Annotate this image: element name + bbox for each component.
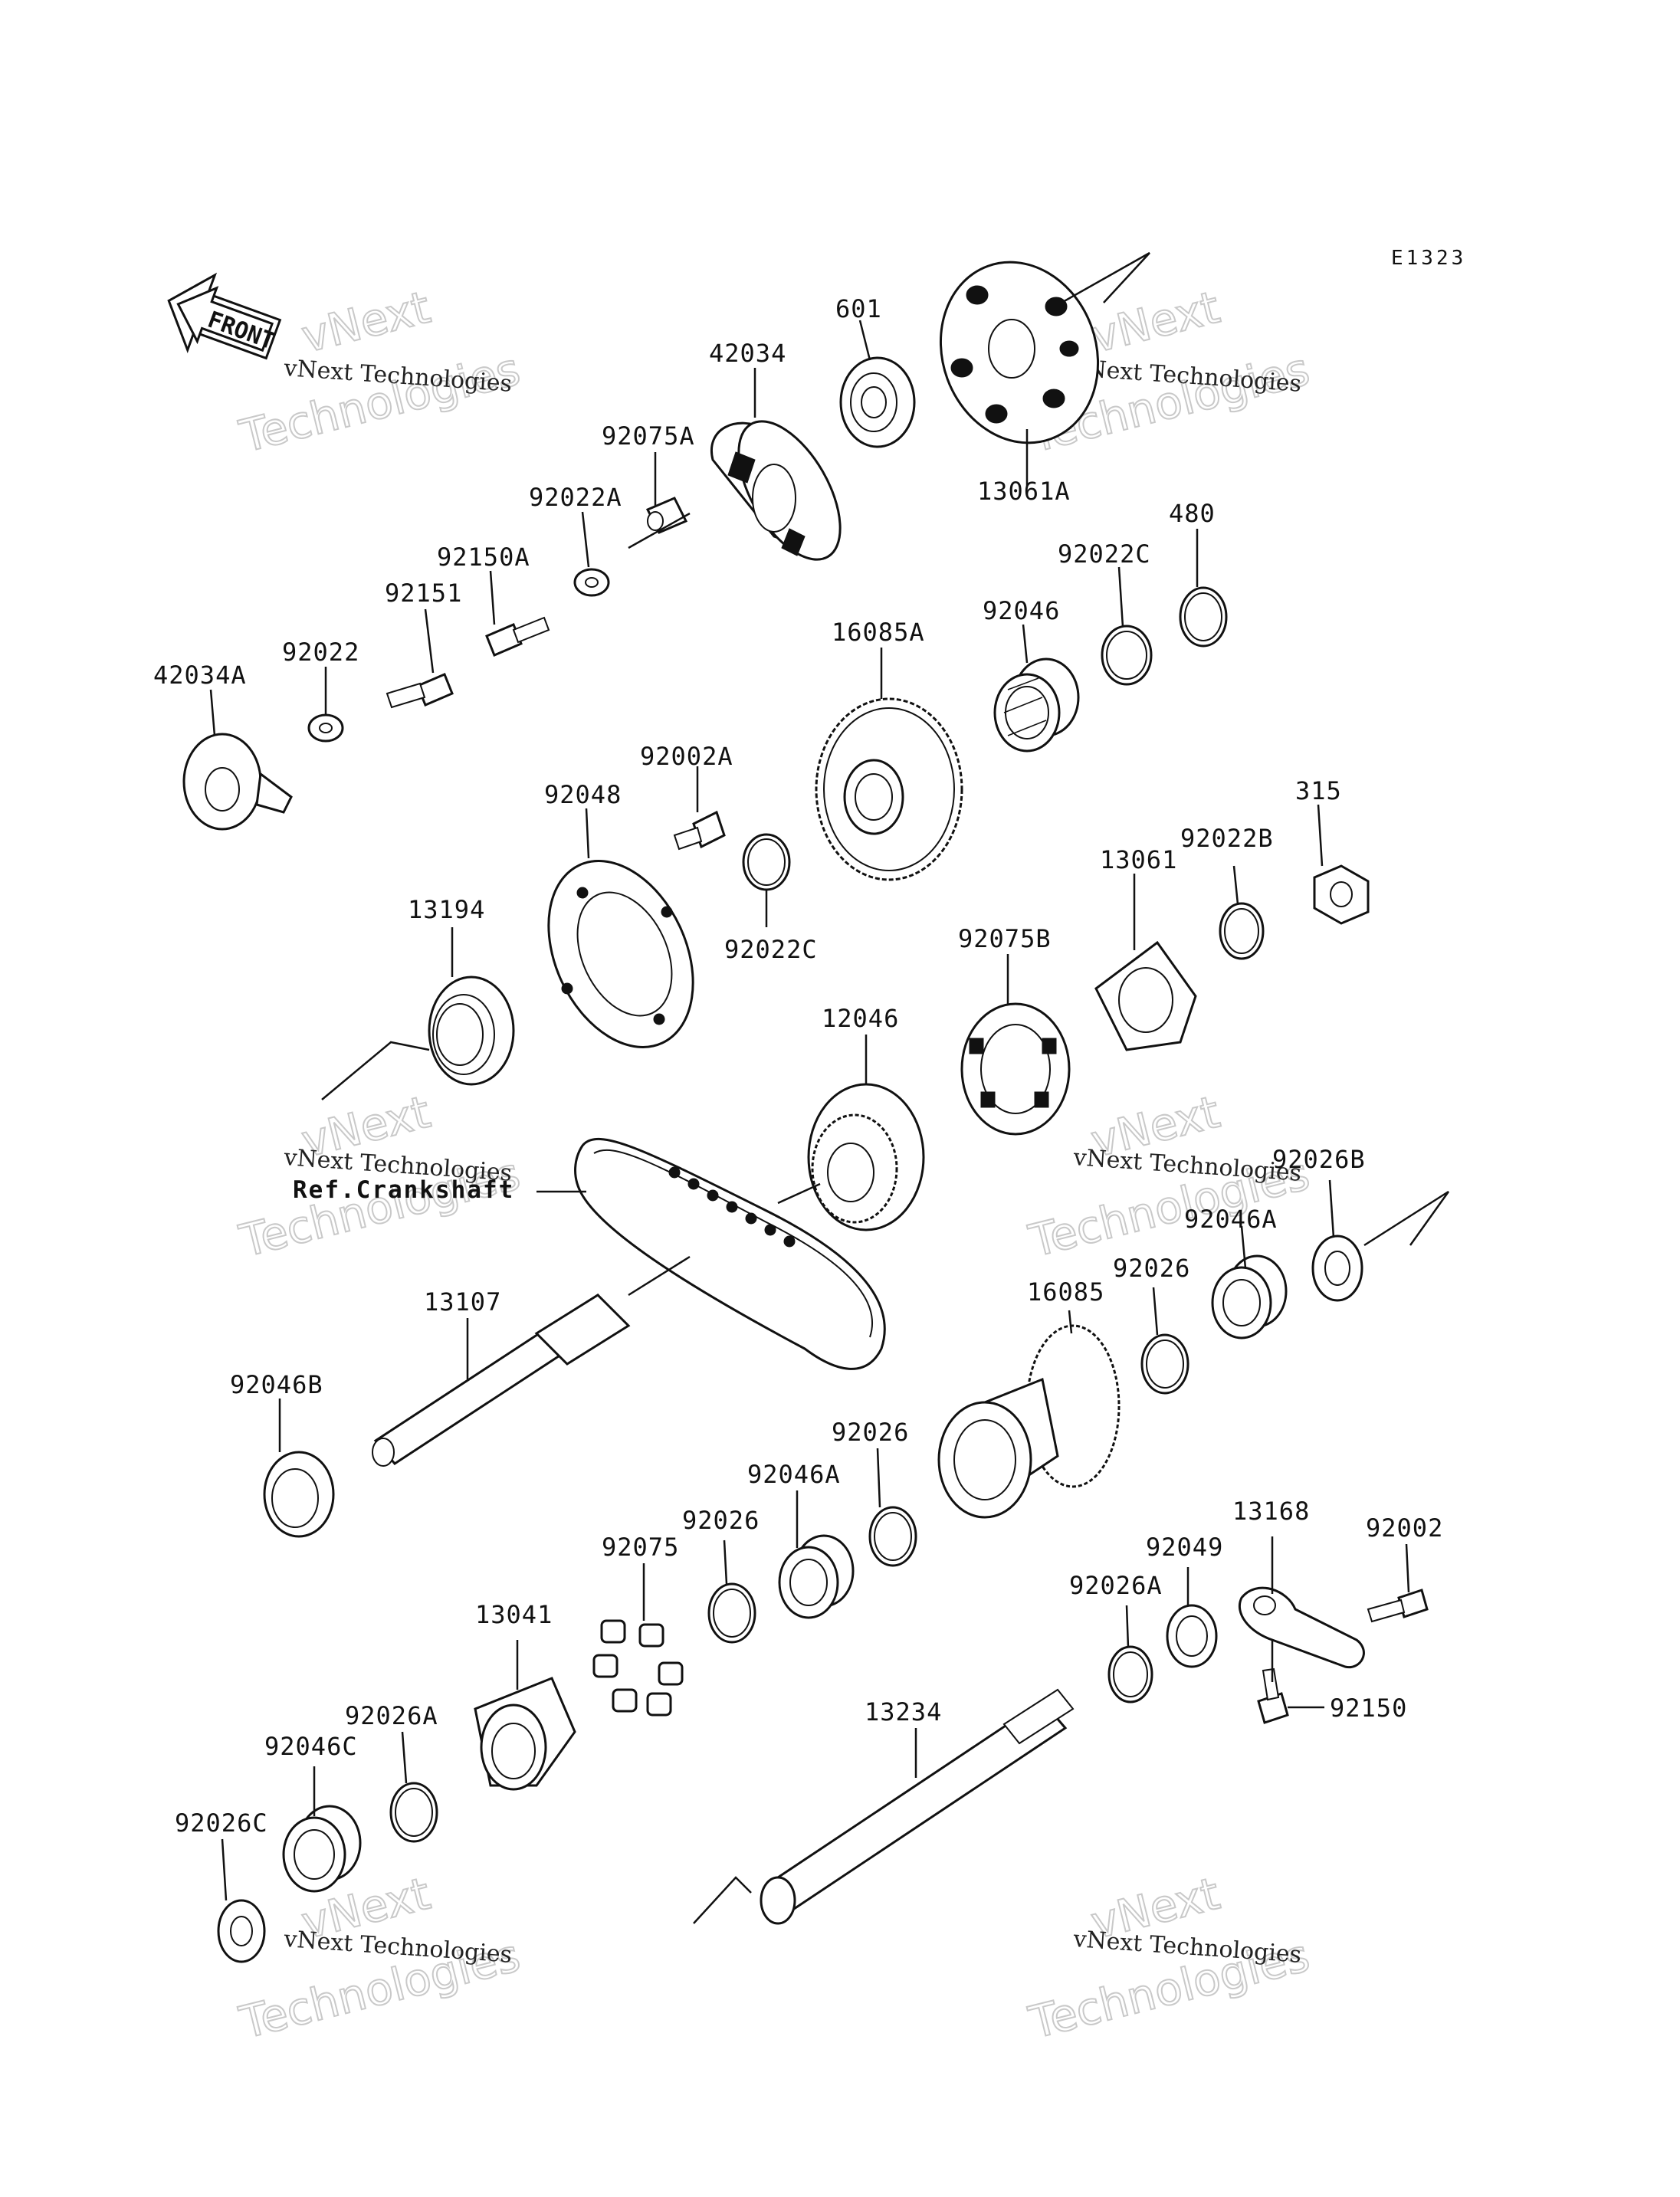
part-92022C-mid-drawing	[742, 833, 791, 891]
part-92026A-left-drawing	[389, 1782, 438, 1843]
part-92026B-drawing	[1311, 1235, 1363, 1302]
part-13061-drawing	[1094, 940, 1197, 1051]
watermark-group: vNext Technologies vNext Technologies vN…	[234, 280, 1315, 2050]
part-92026-right-drawing	[1140, 1333, 1189, 1395]
part-label: 12046	[822, 1004, 899, 1033]
part-label: 92046B	[230, 1370, 323, 1399]
watermark-bottom-left: vNext Technologies vNext Technologies	[234, 1867, 526, 2050]
part-92026-left-drawing	[707, 1582, 756, 1644]
part-label: 13061A	[977, 477, 1071, 506]
part-16085A-drawing	[815, 697, 963, 881]
part-13041-drawing	[474, 1677, 576, 1791]
part-label: 92075B	[958, 924, 1052, 953]
part-13194-drawing	[428, 976, 515, 1086]
part-label: 92046	[983, 596, 1060, 625]
part-label: 92026	[682, 1506, 760, 1535]
part-92151-drawing	[386, 673, 454, 709]
part-label: 92150A	[437, 543, 530, 572]
part-92022A-drawing	[573, 568, 610, 597]
part-label: 92075A	[602, 421, 695, 451]
part-label: 92022	[282, 638, 359, 667]
part-label: 92046A	[747, 1460, 841, 1489]
part-92026C-drawing	[217, 1899, 266, 1963]
part-315-drawing	[1313, 864, 1370, 925]
part-92026A-right-drawing	[1107, 1645, 1153, 1703]
part-label: 13107	[424, 1287, 501, 1317]
watermark-mid-right: vNext Technologies vNext Technologies	[1023, 1085, 1315, 1268]
part-92150-drawing	[1257, 1667, 1289, 1724]
chain-links	[668, 1166, 796, 1248]
part-label: 92046A	[1184, 1205, 1278, 1234]
part-label: 92022C	[1058, 539, 1151, 569]
chain-drawing	[574, 1137, 886, 1370]
part-label: 42034	[709, 339, 786, 368]
reference-label: Ref.Crankshaft	[293, 1176, 514, 1204]
front-arrow-icon: FRONT	[167, 272, 282, 360]
watermark-word: vNext	[1086, 281, 1225, 363]
part-label: 13041	[475, 1600, 553, 1629]
part-label: 92022C	[724, 935, 818, 964]
watermark-word: vNext	[297, 281, 435, 363]
part-label: 92026A	[1069, 1571, 1163, 1600]
part-13234-drawing	[760, 1688, 1075, 1925]
part-label: 13234	[865, 1697, 942, 1726]
part-label: 16085A	[832, 618, 925, 647]
part-92075B-drawing	[960, 1002, 1071, 1136]
part-label: 92002	[1366, 1513, 1443, 1543]
part-92022C-top-drawing	[1101, 625, 1153, 686]
part-42034-drawing	[710, 420, 842, 561]
part-label: 92026	[832, 1418, 909, 1447]
part-label: 315	[1295, 776, 1342, 805]
part-42034A-drawing	[182, 733, 293, 831]
part-92046A-left-drawing	[778, 1534, 855, 1619]
part-label: 92022B	[1180, 824, 1274, 853]
part-label: 13194	[408, 895, 485, 924]
part-92046A-right-drawing	[1211, 1254, 1288, 1340]
part-92046C-drawing	[282, 1805, 362, 1893]
part-label: 92049	[1146, 1533, 1223, 1562]
part-13107-drawing	[372, 1294, 631, 1467]
part-92002A-drawing	[673, 810, 726, 851]
part-label: 92026	[1113, 1254, 1190, 1283]
part-label: 92002A	[640, 742, 733, 771]
part-12046-drawing	[807, 1083, 925, 1231]
part-label: 13168	[1232, 1497, 1310, 1526]
diagram-code: E1323	[1391, 247, 1466, 270]
part-92075A-drawing	[645, 497, 688, 534]
part-label: 601	[835, 294, 882, 323]
leader-lines	[209, 251, 1450, 1924]
part-92022-drawing	[307, 713, 344, 743]
part-label: 92026A	[345, 1701, 438, 1730]
part-480-drawing	[1179, 586, 1228, 648]
part-label: 92026B	[1272, 1145, 1366, 1174]
part-13168-drawing	[1238, 1586, 1365, 1669]
watermark-top-left: vNext Technologies vNext Technologies	[234, 280, 526, 464]
part-92150A-drawing	[485, 616, 550, 657]
part-13061A-drawing	[939, 261, 1100, 444]
part-92048-drawing	[547, 860, 694, 1048]
part-label: 480	[1169, 499, 1216, 528]
part-label: 13061	[1100, 845, 1177, 874]
watermark-bottom-right: vNext Technologies vNext Technologies	[1023, 1867, 1315, 2050]
part-92049-drawing	[1166, 1604, 1218, 1668]
part-601-drawing	[839, 356, 916, 448]
part-label: 92150	[1330, 1694, 1407, 1723]
part-label: 92046C	[264, 1732, 358, 1761]
part-92046-drawing	[993, 657, 1080, 753]
part-labels: 601 42034 92075A 13061A 92022A 480 92150…	[153, 294, 1443, 1838]
part-label: 92075	[602, 1533, 679, 1562]
part-16085-drawing	[937, 1324, 1121, 1519]
part-label: 92151	[385, 579, 462, 608]
part-label: 16085	[1027, 1277, 1104, 1307]
part-label: 92048	[544, 780, 622, 809]
part-92002-drawing	[1367, 1589, 1429, 1623]
part-label: 92026C	[175, 1808, 268, 1838]
part-92075-drawing	[592, 1619, 684, 1717]
part-label: 42034A	[153, 661, 247, 690]
part-92022B-drawing	[1219, 902, 1265, 960]
part-92026-mid-drawing	[868, 1506, 917, 1567]
part-92046B-drawing	[263, 1451, 335, 1538]
part-label: 92022A	[529, 483, 622, 512]
